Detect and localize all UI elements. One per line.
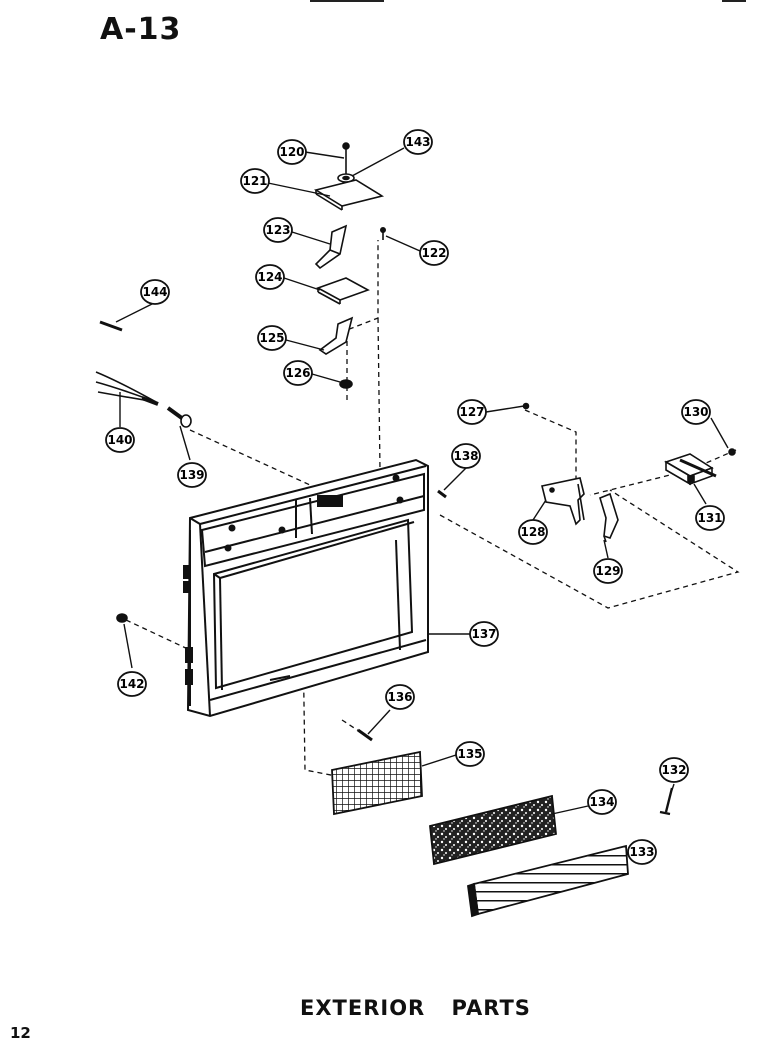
svg-text:144: 144 xyxy=(142,285,167,299)
svg-text:140: 140 xyxy=(107,433,132,447)
svg-text:142: 142 xyxy=(119,677,144,691)
svg-text:132: 132 xyxy=(661,763,686,777)
callout-135: 135 xyxy=(455,741,485,767)
right-latch-hardware xyxy=(522,402,736,543)
callout-120: 120 xyxy=(277,139,307,165)
svg-text:124: 124 xyxy=(257,270,282,284)
callout-122: 122 xyxy=(419,240,449,266)
callout-128: 128 xyxy=(518,519,548,545)
svg-text:121: 121 xyxy=(242,174,267,188)
front-frame xyxy=(183,458,429,718)
page-number: 12 xyxy=(10,1024,31,1042)
svg-text:126: 126 xyxy=(285,366,310,380)
svg-text:130: 130 xyxy=(683,405,708,419)
svg-text:134: 134 xyxy=(589,795,614,809)
callout-leaders xyxy=(115,147,729,857)
callout-143: 143 xyxy=(403,129,433,155)
callout-137: 137 xyxy=(469,621,499,647)
diagram-caption: EXTERIOR PARTS xyxy=(300,996,531,1020)
svg-text:136: 136 xyxy=(387,690,412,704)
svg-text:133: 133 xyxy=(629,845,654,859)
svg-text:123: 123 xyxy=(265,223,290,237)
svg-text:122: 122 xyxy=(421,246,446,260)
bottom-panels xyxy=(331,728,674,918)
callout-129: 129 xyxy=(593,558,623,584)
callout-138: 138 xyxy=(451,443,481,469)
svg-text:125: 125 xyxy=(259,331,284,345)
top-rule-mark xyxy=(310,0,384,2)
svg-text:131: 131 xyxy=(697,511,722,525)
callout-126: 126 xyxy=(283,360,313,386)
callout-124: 124 xyxy=(255,264,285,290)
callout-139: 139 xyxy=(177,462,207,488)
callout-125: 125 xyxy=(257,325,287,351)
callout-121: 121 xyxy=(240,168,270,194)
svg-text:128: 128 xyxy=(520,525,545,539)
svg-text:137: 137 xyxy=(471,627,496,641)
callout-130: 130 xyxy=(681,399,711,425)
page-title: A-13 xyxy=(100,12,182,47)
svg-text:138: 138 xyxy=(453,449,478,463)
hinge-hardware-stack xyxy=(313,142,386,389)
callout-136: 136 xyxy=(385,684,415,710)
callout-140: 140 xyxy=(105,427,135,453)
svg-text:129: 129 xyxy=(595,564,620,578)
svg-text:143: 143 xyxy=(405,135,430,149)
callout-131: 131 xyxy=(695,505,725,531)
svg-text:135: 135 xyxy=(457,747,482,761)
callout-132: 132 xyxy=(659,757,689,783)
callout-144: 144 xyxy=(140,279,170,305)
callout-127: 127 xyxy=(457,399,487,425)
callout-133: 133 xyxy=(627,839,657,865)
svg-text:127: 127 xyxy=(459,405,484,419)
callout-134: 134 xyxy=(587,789,617,815)
left-small-parts xyxy=(95,320,447,623)
callout-142: 142 xyxy=(117,671,147,697)
svg-text:120: 120 xyxy=(279,145,304,159)
top-corner-mark xyxy=(722,0,746,2)
callout-123: 123 xyxy=(263,217,293,243)
svg-text:139: 139 xyxy=(179,468,204,482)
